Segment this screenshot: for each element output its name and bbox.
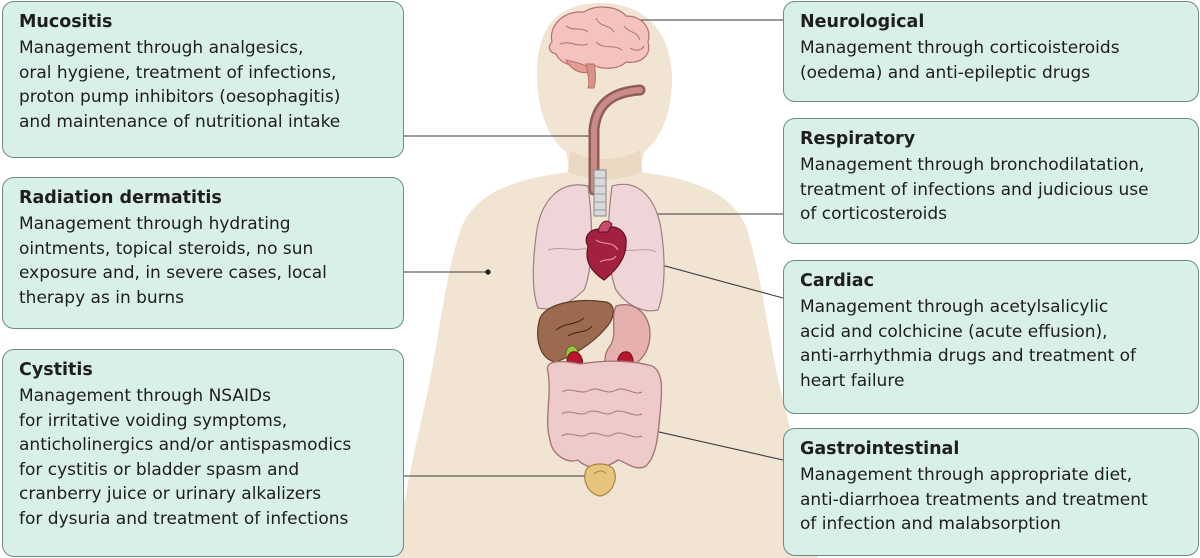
leader-dot-radiation — [485, 269, 491, 275]
box-text-line: anti-diarrhoea treatments and treatment — [800, 489, 1148, 510]
box-text-line: Management through bronchodilatation, — [800, 155, 1145, 175]
bladder-icon — [584, 463, 616, 497]
body-silhouette — [396, 3, 818, 558]
box-text-line: proton pump inhibitors (oesophagitis) — [19, 87, 341, 107]
heart-icon — [585, 220, 627, 281]
neck-shading — [568, 150, 642, 180]
box-title-gi: Gastrointestinal — [800, 439, 960, 459]
box-text-line: of infection and malabsorption — [800, 514, 1061, 534]
box-text-line: treatment of infections and judicious us… — [800, 179, 1149, 200]
cystitis-box: Cystitis Management through NSAIDs for i… — [2, 349, 404, 557]
box-text-line: anti-arrhythmia drugs and treatment of — [800, 346, 1136, 366]
box-text-line: oral hygiene, treatment of infections, — [19, 62, 337, 83]
box-text-line: Management through acetylsalicylic — [800, 297, 1109, 317]
cardiac-box: Cardiac Management through acetylsalicyl… — [783, 260, 1199, 414]
box-title-neuro: Neurological — [800, 12, 925, 32]
intestines-icon — [546, 360, 663, 469]
box-text-line: ointments, topical steroids, no sun — [19, 238, 314, 259]
box-title-resp: Respiratory — [800, 129, 916, 149]
box-text-line: heart failure — [800, 370, 905, 391]
box-title-mucositis: Mucositis — [19, 12, 113, 32]
neurological-box: Neurological Management through corticoi… — [783, 1, 1199, 102]
box-text-line: (oedema) and anti-epileptic drugs — [800, 62, 1091, 83]
box-title-radiation: Radiation dermatitis — [19, 188, 222, 208]
box-text-line: cranberry juice or urinary alkalizers — [19, 484, 322, 504]
box-text-line: for cystitis or bladder spasm and — [19, 459, 300, 480]
box-text-line: anticholinergics and/or antispasmodics — [19, 435, 352, 455]
box-text-line: Management through appropriate diet, — [800, 465, 1133, 485]
respiratory-box: Respiratory Management through bronchodi… — [783, 118, 1199, 244]
box-text-line: for irritative voiding symptoms, — [19, 410, 288, 431]
box-text-line: Management through corticoisteroids — [800, 38, 1120, 58]
box-text-line: Management through analgesics, — [19, 38, 304, 58]
box-title-cardiac: Cardiac — [800, 271, 874, 291]
box-text-line: and maintenance of nutritional intake — [19, 111, 341, 132]
radiation-dermatitis-box: Radiation dermatitis Management through … — [2, 177, 404, 329]
box-text-line: Management through NSAIDs — [19, 386, 272, 406]
box-title-cystitis: Cystitis — [19, 360, 93, 380]
brain-icon — [548, 6, 650, 89]
box-text-line: acid and colchicine (acute effusion), — [800, 321, 1108, 342]
box-text-line: of corticosteroids — [800, 204, 948, 224]
box-text-line: therapy as in burns — [19, 287, 185, 308]
gastrointestinal-box: Gastrointestinal Management through appr… — [783, 428, 1199, 556]
mucositis-box: Mucositis Management through analgesics,… — [2, 1, 404, 158]
box-text-line: Management through hydrating — [19, 214, 291, 234]
box-text-line: exposure and, in severe cases, local — [19, 263, 327, 283]
box-text-line: for dysuria and treatment of infections — [19, 508, 349, 529]
